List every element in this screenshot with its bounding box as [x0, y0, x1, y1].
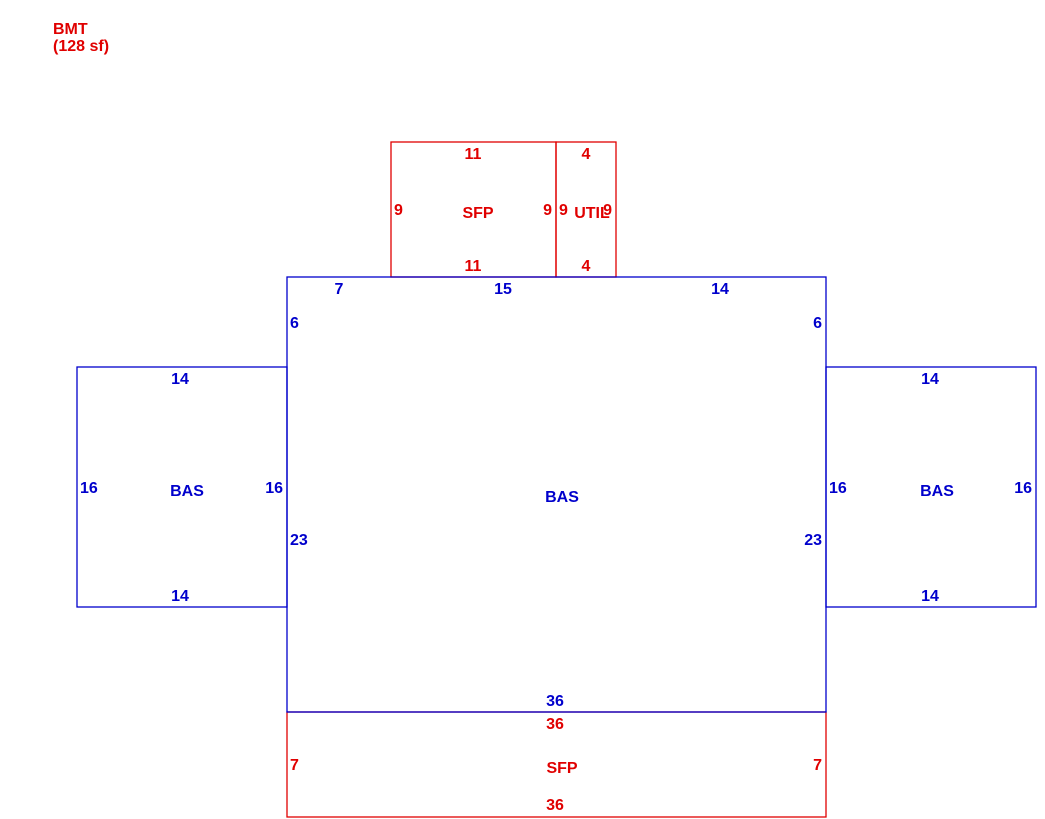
bas-main-dim-top-middle: 15 — [494, 281, 512, 298]
sfp-top-label: SFP — [462, 205, 493, 222]
sfp-bottom-dim-top: 36 — [546, 716, 564, 733]
sfp-bottom-label: SFP — [546, 760, 577, 777]
sfp-bottom-dim-bottom: 36 — [546, 797, 564, 814]
bas-left-dim-left: 16 — [80, 480, 98, 497]
legend-code: BMT — [53, 21, 88, 38]
bas-left-dim-bottom: 14 — [171, 588, 189, 605]
bas-right-dim-right: 16 — [1014, 480, 1032, 497]
bas-left-dim-top: 14 — [171, 371, 189, 388]
bas-right-dim-top: 14 — [921, 371, 939, 388]
sfp-top-dim-right: 9 — [543, 202, 552, 219]
util-dim-bottom: 4 — [582, 258, 591, 275]
bas-main-dim-right-upper: 6 — [813, 315, 822, 332]
bas-main-dim-top-left: 7 — [335, 281, 344, 298]
util-dim-top: 4 — [582, 146, 591, 163]
bas-left-dim-right: 16 — [265, 480, 283, 497]
sfp-bottom-dim-left: 7 — [290, 757, 299, 774]
bas-right-label: BAS — [920, 483, 954, 500]
util-dim-left: 9 — [559, 202, 568, 219]
bas-main-label: BAS — [545, 489, 579, 506]
sfp-top-dim-top: 11 — [465, 146, 482, 163]
legend: BMT (128 sf) — [53, 21, 109, 55]
bas-left-label: BAS — [170, 483, 204, 500]
util-label: UTIL — [574, 205, 610, 222]
sfp-top-dim-bottom: 11 — [465, 258, 482, 275]
sfp-bottom-dim-right: 7 — [813, 757, 822, 774]
util-dim-right: 9 — [603, 202, 612, 219]
bas-main-dim-left-upper: 6 — [290, 315, 299, 332]
bas-main-dim-left-lower: 23 — [290, 532, 308, 549]
sfp-top-dim-left: 9 — [394, 202, 403, 219]
legend-area: (128 sf) — [53, 38, 110, 55]
bas-right-dim-bottom: 14 — [921, 588, 939, 605]
bas-main-outline — [286, 276, 827, 713]
bas-right-dim-left: 16 — [829, 480, 847, 497]
bas-main-dim-top-right: 14 — [711, 281, 729, 298]
bas-main-dim-bottom: 36 — [546, 693, 564, 710]
bas-main-dim-right-lower: 23 — [804, 532, 822, 549]
